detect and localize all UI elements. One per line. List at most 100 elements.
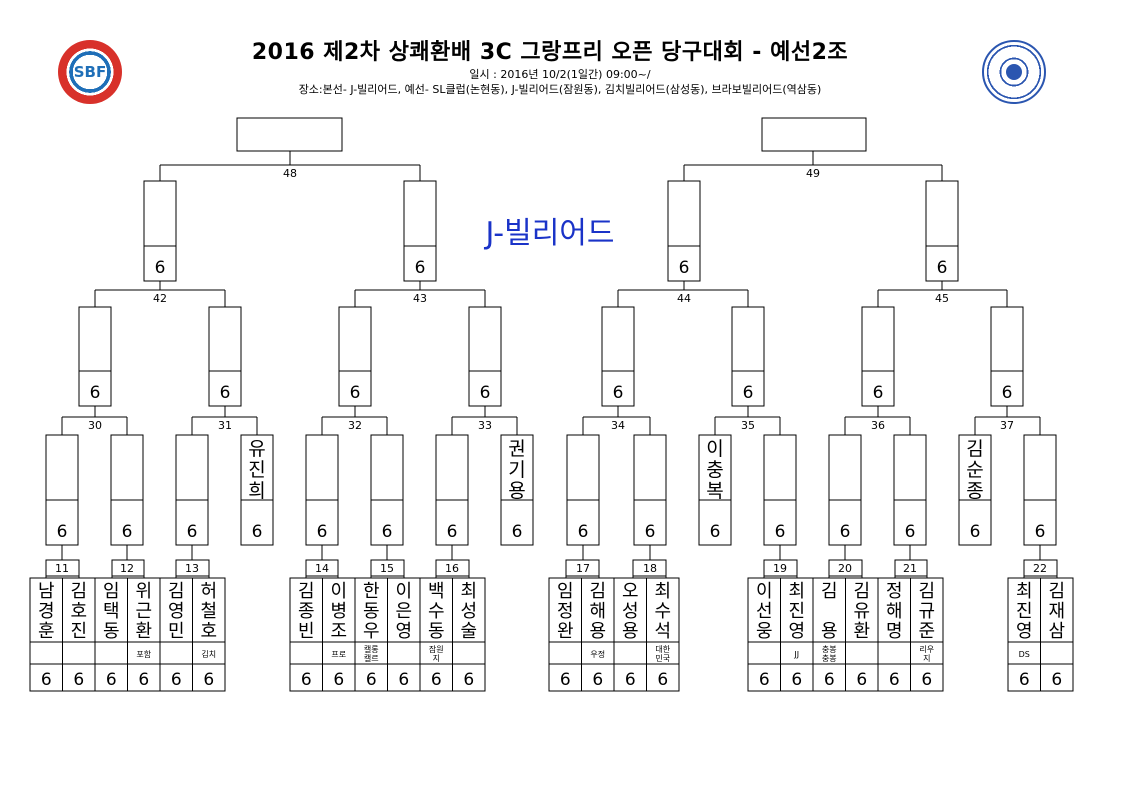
handicap-mark: 6 — [679, 258, 690, 278]
match-number: 35 — [741, 419, 755, 432]
player-name: 영 — [168, 601, 185, 622]
player-name: 김 — [1048, 581, 1065, 602]
player-name: 호 — [70, 601, 87, 622]
player-name: 영 — [788, 621, 805, 642]
player-name: 정 — [557, 601, 574, 622]
player-name: 이 — [395, 581, 412, 602]
round-player-name: 종 — [966, 480, 983, 502]
player-club: 김치 — [201, 649, 216, 659]
final-box-right — [761, 117, 867, 152]
event-venue: 장소:본선- J-빌리어드, 예선- SL클럽(논현동), J-빌리어드(잠원동… — [298, 83, 822, 96]
player-name: 용 — [589, 621, 606, 642]
round-player-name: 복 — [706, 480, 723, 502]
player-name: 훈 — [38, 621, 55, 642]
player-name: 웅 — [756, 621, 773, 642]
handicap-mark: 6 — [366, 670, 377, 690]
handicap-mark: 6 — [220, 383, 231, 403]
match-number: 15 — [380, 562, 394, 575]
handicap-mark: 6 — [301, 670, 312, 690]
handicap-mark: 6 — [447, 522, 458, 542]
round-box — [958, 434, 992, 546]
player-club: 충봉 — [822, 654, 837, 663]
round-player-name: 희 — [248, 480, 265, 502]
handicap-mark: 6 — [73, 670, 84, 690]
match-number: 44 — [677, 292, 691, 305]
player-name: 규 — [918, 601, 935, 622]
handicap-mark: 6 — [90, 383, 101, 403]
match-number-box — [175, 559, 210, 577]
player-name: 이 — [756, 581, 773, 602]
round-player-name: 이 — [706, 438, 723, 460]
final-venue-label: J-빌리어드 — [485, 216, 615, 251]
match-number: 14 — [315, 562, 329, 575]
match-number-box — [111, 559, 145, 577]
round-box — [500, 434, 534, 546]
round-box — [240, 434, 274, 546]
sports-council-logo-core — [1006, 64, 1022, 80]
round-box — [698, 434, 732, 546]
player-club: 캘롱 — [364, 645, 379, 654]
player-club: 포함 — [136, 650, 151, 659]
handicap-mark: 6 — [840, 522, 851, 542]
player-name: 김 — [298, 581, 315, 602]
handicap-mark: 6 — [625, 670, 636, 690]
player-name: 택 — [103, 601, 120, 622]
player-name: 최 — [460, 581, 477, 602]
round-player-name: 유 — [248, 438, 265, 460]
match-number-box — [45, 559, 80, 577]
handicap-mark: 6 — [592, 670, 603, 690]
player-name: 경 — [38, 601, 55, 622]
player-name: 성 — [622, 601, 639, 622]
match-number: 36 — [871, 419, 885, 432]
handicap-mark: 6 — [791, 670, 802, 690]
player-name: 남 — [38, 581, 55, 602]
player-name: 해 — [886, 601, 903, 622]
player-name: 수 — [654, 601, 671, 622]
handicap-mark: 6 — [937, 258, 948, 278]
match-number-box — [763, 559, 798, 577]
player-name: 김 — [589, 581, 606, 602]
player-name: 환 — [135, 621, 152, 642]
match-number: 17 — [576, 562, 590, 575]
handicap-mark: 6 — [333, 670, 344, 690]
handicap-mark: 6 — [187, 522, 198, 542]
match-number: 30 — [88, 419, 102, 432]
player-name: 유 — [853, 601, 870, 622]
match-number: 37 — [1000, 419, 1014, 432]
match-number-box — [435, 559, 470, 577]
player-name: 동 — [103, 621, 120, 642]
player-name: 이 — [330, 581, 347, 602]
match-number-box — [828, 559, 863, 577]
player-name: 영 — [395, 621, 412, 642]
player-name: 술 — [460, 621, 477, 642]
round-player-name: 김 — [966, 438, 983, 460]
player-name: 김 — [918, 581, 935, 602]
player-name: 최 — [654, 581, 671, 602]
handicap-mark: 6 — [710, 522, 721, 542]
player-club: 지 — [923, 654, 930, 663]
player-name: 진 — [788, 601, 805, 622]
player-club: 잠원 — [429, 644, 444, 654]
handicap-mark: 6 — [645, 522, 656, 542]
handicap-mark: 6 — [398, 670, 409, 690]
player-club: 민국 — [655, 653, 670, 663]
handicap-mark: 6 — [873, 383, 884, 403]
player-name: 재 — [1048, 601, 1065, 622]
handicap-mark: 6 — [759, 670, 770, 690]
player-name: 조 — [330, 621, 347, 642]
final-box-left — [236, 117, 343, 152]
round-player-name: 기 — [508, 459, 525, 481]
player-name: 수 — [428, 601, 445, 622]
round-player-name: 권 — [508, 438, 525, 460]
handicap-mark: 6 — [106, 670, 117, 690]
player-club: 충봉 — [822, 645, 837, 654]
player-name: 허 — [200, 581, 217, 602]
match-number: 49 — [806, 167, 820, 180]
match-number: 19 — [773, 562, 787, 575]
player-name: 삼 — [1048, 621, 1065, 642]
match-number: 42 — [153, 292, 167, 305]
match-number: 22 — [1033, 562, 1047, 575]
handicap-mark: 6 — [203, 670, 214, 690]
player-club: 대한 — [655, 645, 670, 654]
sports-council-logo — [982, 40, 1046, 104]
